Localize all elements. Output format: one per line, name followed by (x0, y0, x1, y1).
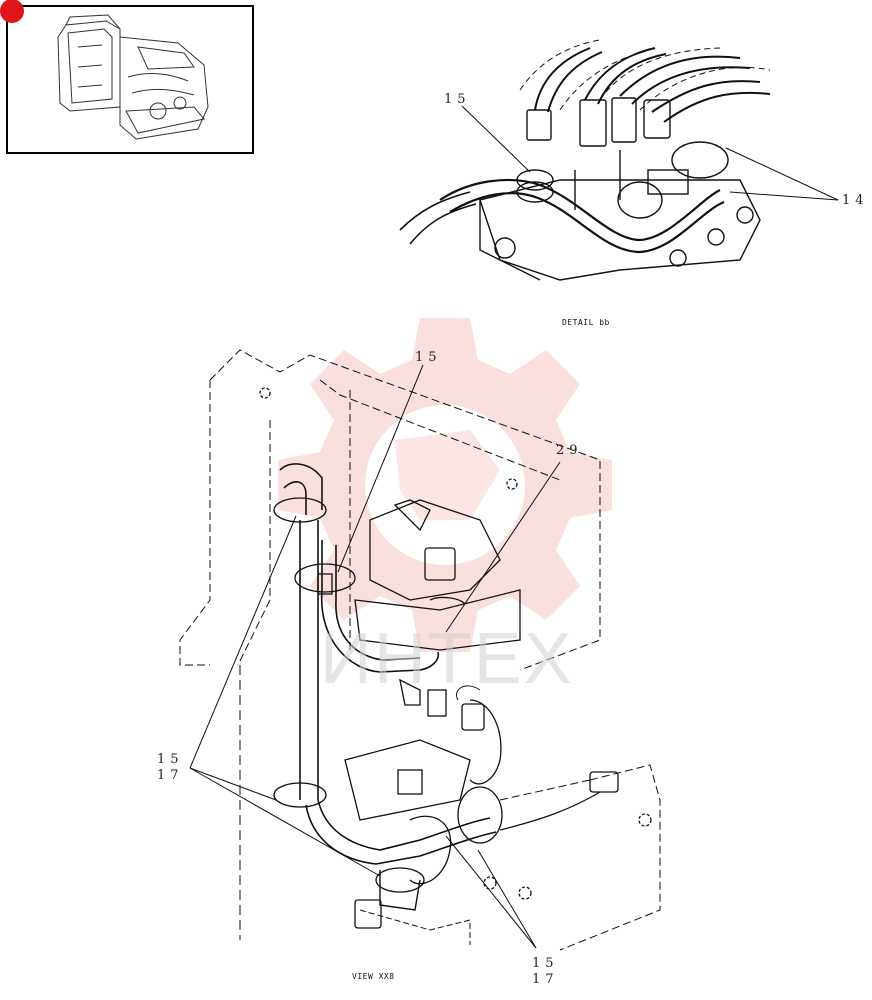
locator-badge-icon (0, 0, 24, 23)
callout-15-17-left: 15 17 (157, 752, 184, 783)
view-drawing (179, 349, 661, 951)
callout-14-detail: 14 (842, 193, 869, 208)
callout-15-detail: 15 (444, 92, 471, 107)
view-caption: VIEW XX8 (352, 972, 395, 981)
callout-15-view-top: 15 (415, 350, 442, 365)
excavator-cab-icon (57, 14, 209, 140)
watermark-gear-icon (278, 318, 612, 652)
callout-29-view: 29 (556, 443, 583, 458)
detail-caption: DETAIL bb (562, 318, 610, 327)
locator-thumbnail (0, 0, 254, 154)
callout-15-17-bottom: 15 17 (532, 956, 559, 987)
watermark-brand-text: ИНТЕХ (320, 619, 574, 699)
detail-bb-drawing (399, 39, 839, 281)
